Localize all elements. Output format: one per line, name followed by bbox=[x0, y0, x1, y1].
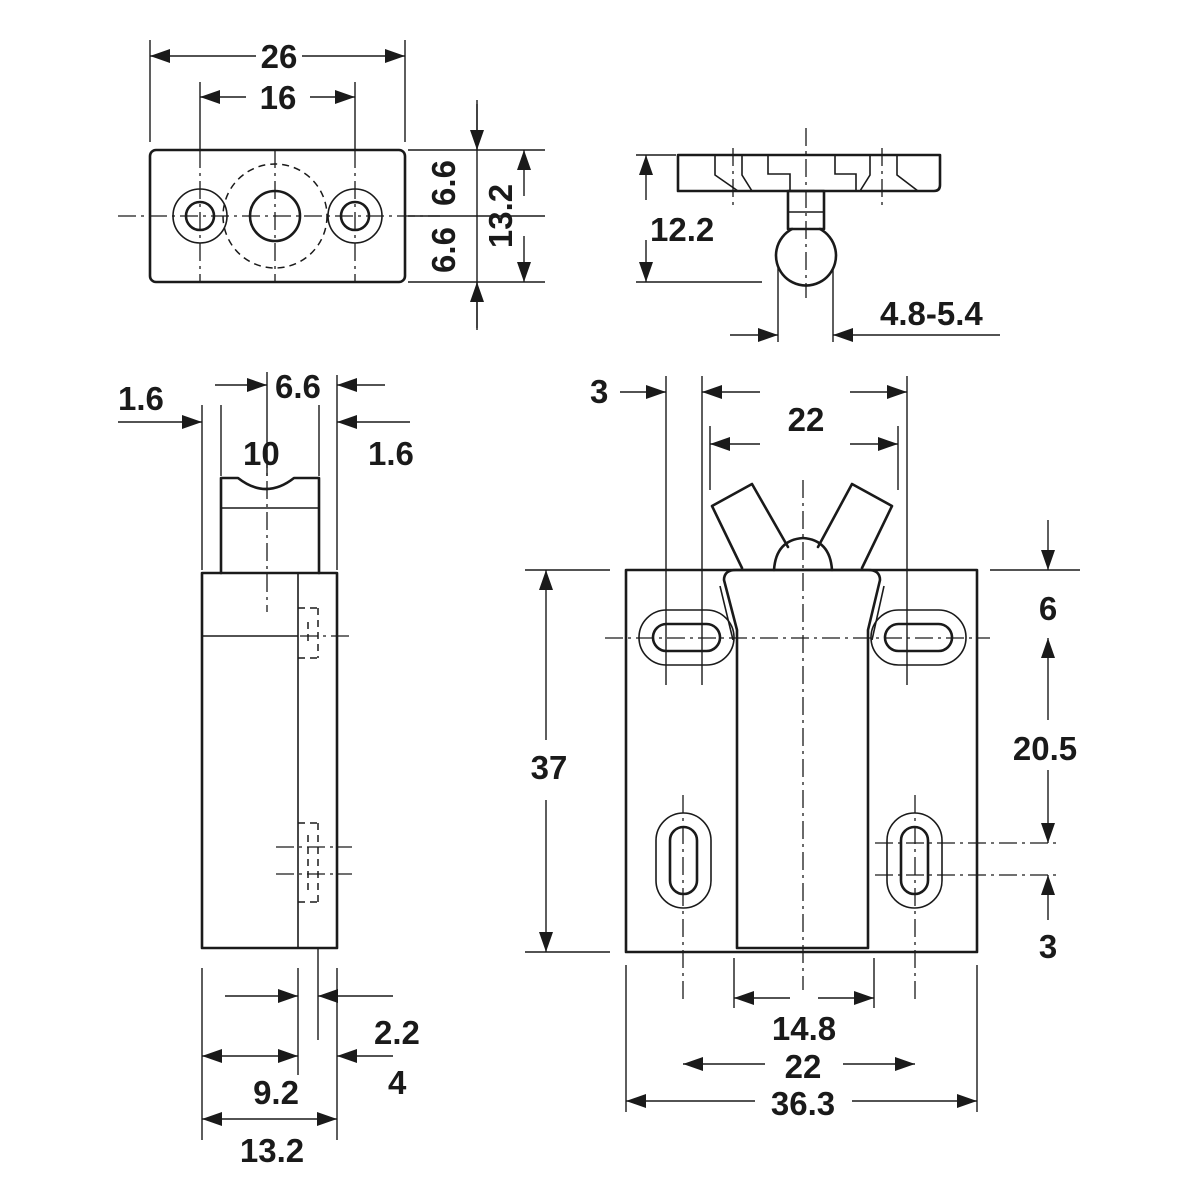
dim-side-bottom-a: 2.2 bbox=[374, 1014, 420, 1051]
dim-front-bottom-offset: 3 bbox=[1039, 928, 1057, 965]
striker-ball bbox=[774, 227, 838, 287]
front-view-arm-right bbox=[816, 482, 894, 570]
dim-front-top-offset: 6 bbox=[1039, 590, 1057, 627]
front-view-arm-left bbox=[710, 482, 790, 570]
front-view-latch-body bbox=[722, 568, 882, 950]
top-view-left-hole bbox=[184, 200, 216, 232]
dim-side-left-offset: 1.6 bbox=[118, 380, 164, 417]
front-view-housing bbox=[624, 568, 979, 954]
dim-side-right-offset: 1.6 bbox=[368, 435, 414, 472]
dim-front-slot-spacing-upper: 22 bbox=[788, 401, 825, 438]
dim-striker-ball: 4.8-5.4 bbox=[880, 295, 983, 332]
dim-side-slot: 6.6 bbox=[275, 368, 321, 405]
top-view-right-hole bbox=[339, 200, 371, 232]
dim-side-bottom-d: 13.2 bbox=[240, 1132, 304, 1169]
striker-view: 12.2 4.8-5.4 bbox=[636, 128, 1000, 342]
front-view: 3 22 37 6 20.5 3 14.8 22 36.3 bbox=[525, 373, 1080, 1122]
dim-striker-height: 12.2 bbox=[650, 211, 714, 248]
front-view-cam bbox=[772, 536, 834, 572]
dim-top-half-lower: 6.6 bbox=[425, 227, 462, 273]
side-view: 1.6 6.6 1.6 10 2.2 4 9.2 13.2 bbox=[118, 368, 420, 1169]
dim-top-width: 26 bbox=[261, 38, 298, 75]
side-view-head bbox=[219, 476, 321, 575]
dim-front-slot-pitch: 20.5 bbox=[1013, 730, 1077, 767]
top-view-hidden-circle bbox=[222, 163, 328, 269]
dim-front-body-width: 14.8 bbox=[772, 1010, 836, 1047]
dim-front-total-width: 36.3 bbox=[771, 1085, 835, 1122]
top-view: 26 16 6.6 6.6 13.2 bbox=[118, 38, 545, 330]
dim-top-half-upper: 6.6 bbox=[425, 160, 462, 206]
dim-top-hole-spacing: 16 bbox=[260, 79, 297, 116]
striker-plate bbox=[676, 153, 942, 193]
dim-top-height: 13.2 bbox=[482, 184, 519, 248]
dim-side-bottom-b: 4 bbox=[388, 1064, 407, 1101]
dim-side-bottom-c: 9.2 bbox=[253, 1074, 299, 1111]
striker-stem bbox=[786, 189, 826, 231]
top-view-center-hole bbox=[248, 189, 302, 243]
side-view-body bbox=[200, 571, 339, 950]
dim-side-head: 10 bbox=[243, 435, 280, 472]
dim-front-edge-offset: 3 bbox=[590, 373, 608, 410]
dim-front-height: 37 bbox=[531, 749, 568, 786]
dim-front-slot-spacing-lower: 22 bbox=[785, 1048, 822, 1085]
